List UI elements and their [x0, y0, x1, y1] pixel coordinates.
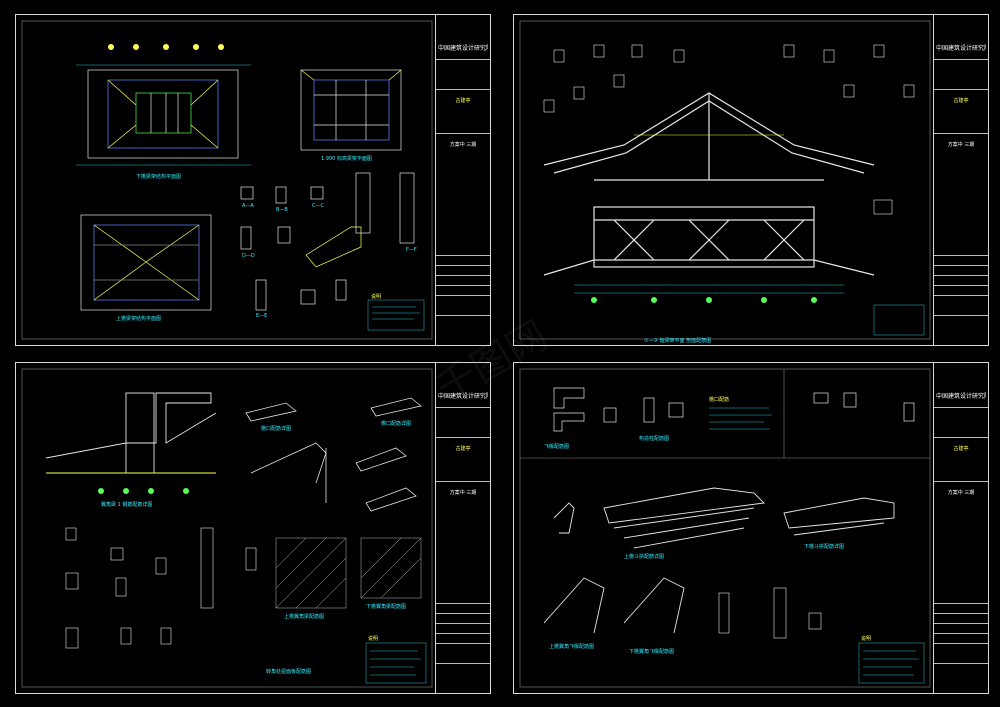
- title-block-stage: 方案中 三期: [449, 490, 477, 496]
- sheet-4-notes-heading: 说明: [861, 636, 872, 642]
- sheet-1-label-3: 1.900 标高梁架平面图: [321, 156, 372, 162]
- sheet-1-label-7: D—D: [242, 253, 255, 259]
- sheet-4-label-3: 檐口配筋: [709, 397, 730, 403]
- sheet-1-title-block: 中国建筑设计研究院 古建亭 方案中 三期: [435, 15, 490, 345]
- sheet-4-label-2: 构造柱配筋图: [639, 436, 670, 442]
- title-block-stage: 方案中 三期: [947, 142, 975, 148]
- title-block-org: 中国建筑设计研究院: [438, 393, 488, 400]
- corner-beam-section: [45, 392, 217, 474]
- sheet-3-label-4: 上檐翼角梁配筋图: [284, 614, 325, 620]
- sheet-3-label-3: 檐口配筋详图: [381, 421, 412, 427]
- elevation-1900-plan: [300, 69, 402, 151]
- sheet-4-label-5: 下檐翼角飞椽配筋图: [629, 649, 675, 655]
- sheet-4-label-7: 下檐斗拱配筋详图: [804, 544, 845, 550]
- sheet-3-label-2: 檐口配筋详图: [261, 426, 292, 432]
- title-block-project: 古建亭: [953, 446, 969, 452]
- sheet-1-label-1: 下檐梁架结构平面图: [136, 174, 182, 180]
- sheet-1-label-2: 上檐梁架结构平面图: [116, 316, 162, 322]
- drawing-sheet-2[interactable]: ①—③ 轴梁架平面 剖面配筋图 中国建筑设计研究院 古建亭 方案中 三期: [513, 14, 989, 346]
- sheet-3-label-6: 转角处屋面板配筋图: [266, 669, 312, 675]
- sheet-3-drawing: [21, 368, 433, 688]
- title-block-project: 古建亭: [455, 98, 471, 104]
- sheet-1-label-6: C—C: [312, 203, 324, 209]
- sheet-2-label-1: ①—③ 轴梁架平面 剖面配筋图: [644, 338, 712, 344]
- sheet-1-drawing: [21, 20, 433, 340]
- sheet-4-label-6: 上檐斗拱配筋详图: [624, 554, 665, 560]
- title-block-project: 古建亭: [455, 446, 471, 452]
- sheet-1-label-8: E—E: [256, 313, 268, 319]
- title-block-org: 中国建筑设计研究院: [936, 393, 986, 400]
- sheet-1-label-9: F—F: [406, 247, 417, 253]
- sheet-2-title-block: 中国建筑设计研究院 古建亭 方案中 三期: [933, 15, 988, 345]
- sheet-1-label-5: B—B: [276, 207, 288, 213]
- roof-truss-upper: [543, 92, 875, 181]
- drawing-sheet-4[interactable]: 飞椽配筋图 构造柱配筋图 檐口配筋 上檐翼角飞椽配筋图 下檐翼角飞椽配筋图 上檐…: [513, 362, 989, 694]
- sheet-4-title-block: 中国建筑设计研究院 古建亭 方案中 三期: [933, 363, 988, 693]
- title-block-org: 中国建筑设计研究院: [438, 45, 488, 52]
- drawing-sheet-1[interactable]: 下檐梁架结构平面图 上檐梁架结构平面图 1.900 标高梁架平面图 A—A B—…: [15, 14, 491, 346]
- sheet-3-label-5: 下檐翼角梁配筋图: [366, 604, 407, 610]
- drawing-sheet-3[interactable]: 翼角梁 1 钢筋配筋详图 檐口配筋详图 檐口配筋详图 上檐翼角梁配筋图 下檐翼角…: [15, 362, 491, 694]
- sheet-3-notes-heading: 说明: [368, 636, 379, 642]
- section-details: [240, 172, 415, 311]
- sheet-4-label-4: 上檐翼角飞椽配筋图: [549, 644, 595, 650]
- title-block-stage: 方案中 三期: [449, 142, 477, 148]
- sheet-1-notes-heading: 说明: [371, 294, 382, 300]
- title-block-project: 古建亭: [953, 98, 969, 104]
- sheet-3-title-block: 中国建筑设计研究院 古建亭 方案中 三期: [435, 363, 490, 693]
- rafter-details: [543, 487, 895, 634]
- title-block-stage: 方案中 三期: [947, 490, 975, 496]
- lower-eave-plan: [76, 64, 251, 166]
- roof-truss-lower: [543, 206, 875, 276]
- sheet-2-drawing: [519, 20, 931, 340]
- sheet-1-label-4: A—A: [242, 203, 254, 209]
- upper-eave-plan: [80, 214, 212, 311]
- sheet-4-label-1: 飞椽配筋图: [544, 444, 570, 450]
- sheet-4-drawing: [519, 368, 931, 688]
- eave-details: [245, 397, 422, 512]
- title-block-org: 中国建筑设计研究院: [936, 45, 986, 52]
- roof-slab-hatch: [275, 537, 422, 609]
- sheet-3-label-1: 翼角梁 1 钢筋配筋详图: [101, 502, 153, 508]
